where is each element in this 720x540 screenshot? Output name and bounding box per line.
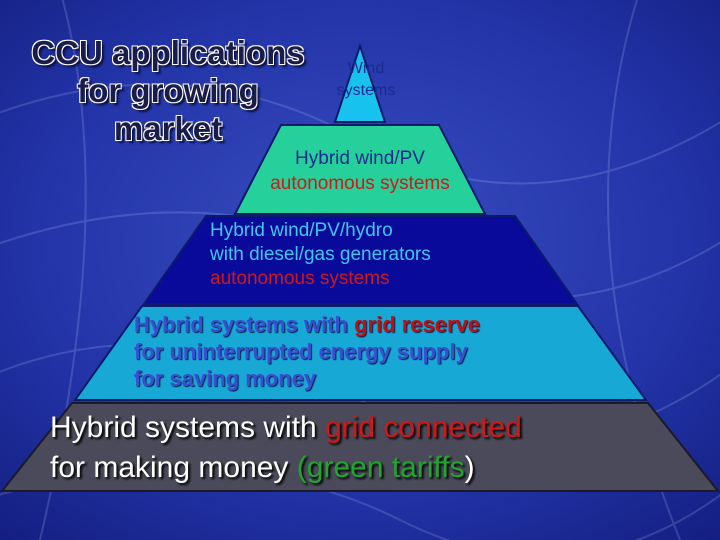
slide-title-line-3: market	[113, 110, 223, 147]
tier-5-closing-paren: )	[464, 451, 475, 484]
pyramid-tier-3	[142, 215, 579, 305]
pyramid-tier-5	[0, 402, 720, 492]
tier-4-line-1: Hybrid systems with grid reserve	[134, 311, 480, 338]
tier-3-line-2: with diesel/gas generators	[210, 244, 431, 265]
tier-5-label: Hybrid systems with grid connected for m…	[50, 408, 522, 488]
tier-2-label: Hybrid wind/PV autonomous systems	[216, 146, 504, 196]
tier-4-label: Hybrid systems with grid reserve for uni…	[134, 311, 480, 392]
pyramid-tier-2	[233, 124, 487, 215]
tier-5-green-tariffs: (green tariffs	[296, 451, 465, 484]
slide-title-line-2: for growing	[77, 72, 259, 109]
pyramid-tier-4	[73, 305, 648, 401]
tier-3-label: Hybrid wind/PV/hydro with diesel/gas gen…	[210, 219, 431, 291]
tier-4-line-3: for saving money	[134, 366, 317, 391]
tier-1-label: Wind systems	[312, 58, 420, 102]
slide-title-line-1: CCU applications	[31, 34, 305, 71]
pyramid-tier-1	[333, 42, 387, 123]
tier-4-grid-reserve: grid reserve	[354, 312, 481, 337]
tier-4-line-2: for uninterrupted energy supply	[134, 339, 468, 364]
tier-1-line-2: systems	[336, 82, 396, 99]
tier-3-line-1: Hybrid wind/PV/hydro	[210, 220, 393, 241]
tier-3-line-3: autonomous systems	[210, 268, 390, 289]
tier-5-grid-connected: grid connected	[325, 411, 522, 444]
slide-title: CCU applications for growing market	[8, 34, 328, 148]
tier-5-line-1-prefix: Hybrid systems with	[50, 411, 326, 444]
tier-5-line-2: for making money (green tariffs)	[50, 448, 522, 488]
tier-5-line-2-prefix: for making money	[50, 451, 297, 484]
tier-1-line-1: Wind	[347, 60, 385, 77]
tier-5-line-1: Hybrid systems with grid connected	[50, 408, 522, 448]
tier-2-line-1: Hybrid wind/PV	[295, 148, 425, 169]
tier-2-line-2: autonomous systems	[270, 173, 450, 194]
tier-4-line-1-prefix: Hybrid systems with	[134, 312, 355, 337]
